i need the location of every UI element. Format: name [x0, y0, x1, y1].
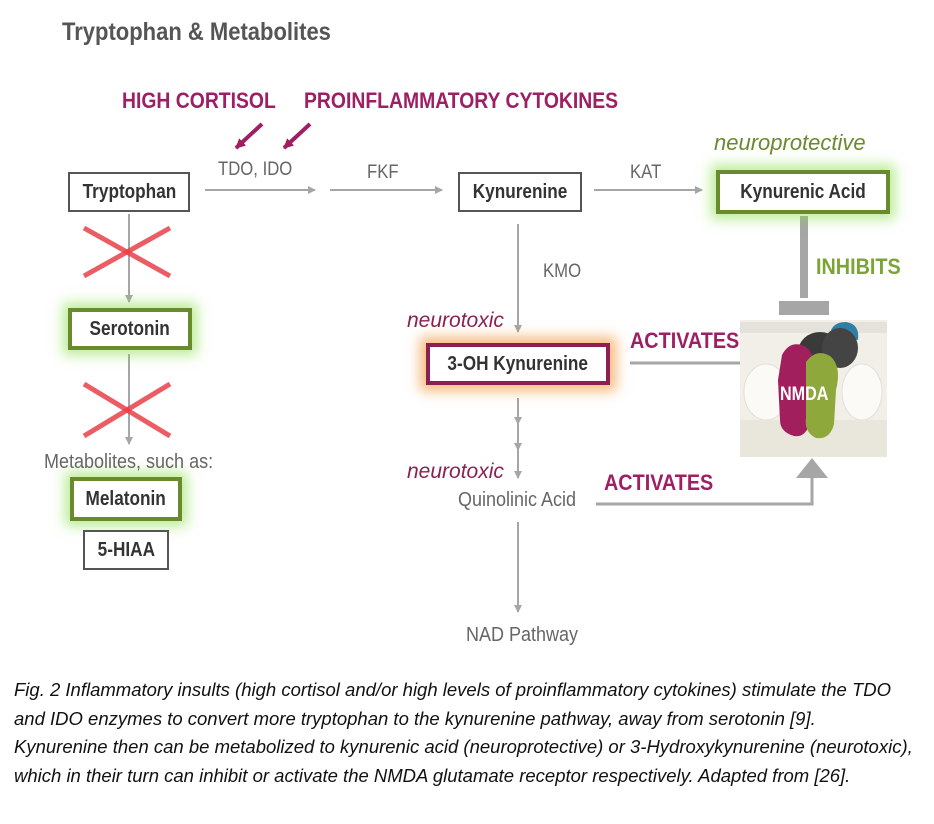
enzyme-kmo: KMO: [543, 261, 582, 282]
node-nad-pathway: NAD Pathway: [466, 624, 579, 646]
cytokines-arrow: [282, 122, 312, 150]
trigger-proinflammatory-cytokines: PROINFLAMMATORY CYTOKINES: [304, 88, 619, 113]
label-activates: ACTIVATES: [630, 328, 740, 353]
activates-arrowhead-quinolinic: [796, 458, 828, 478]
node-5-hiaa: 5-HIAA: [83, 530, 169, 570]
nmda-receptor-icon: [740, 320, 887, 457]
metabolites-label: Metabolites, such as:: [44, 451, 214, 473]
figure-caption: Fig. 2 Inflammatory insults (high cortis…: [14, 679, 913, 786]
enzyme-tdo-ido: TDO, IDO: [218, 159, 293, 180]
tag-neuroprotective: neuroprotective: [714, 130, 866, 155]
node-tryptophan: Tryptophan: [68, 172, 190, 212]
tag-neurotoxic: neurotoxic: [407, 309, 504, 332]
trigger-high-cortisol: HIGH CORTISOL: [122, 88, 276, 113]
label-inhibits: INHIBITS: [816, 254, 901, 279]
label-activates-2: ACTIVATES: [604, 470, 714, 495]
node-quinolinic-acid: Quinolinic Acid: [458, 489, 577, 511]
node-serotonin: Serotonin: [68, 308, 192, 350]
block-cross-icon: [82, 381, 172, 439]
cortisol-arrow: [234, 122, 264, 150]
node-kynurenic-acid: Kynurenic Acid: [716, 170, 890, 214]
page-title: Tryptophan & Metabolites: [62, 18, 331, 46]
node-melatonin: Melatonin: [70, 477, 182, 521]
block-cross-icon: [82, 225, 172, 279]
node-3oh-kynurenine: 3-OH Kynurenine: [426, 343, 610, 385]
enzyme-fkf: FKF: [367, 162, 399, 183]
enzyme-kat: KAT: [630, 162, 662, 183]
node-kynurenine: Kynurenine: [458, 172, 582, 212]
activates-arrow-quinolinic: [596, 474, 814, 506]
nmda-label: NMDA: [780, 384, 829, 405]
tag-neurotoxic-2: neurotoxic: [407, 460, 504, 483]
